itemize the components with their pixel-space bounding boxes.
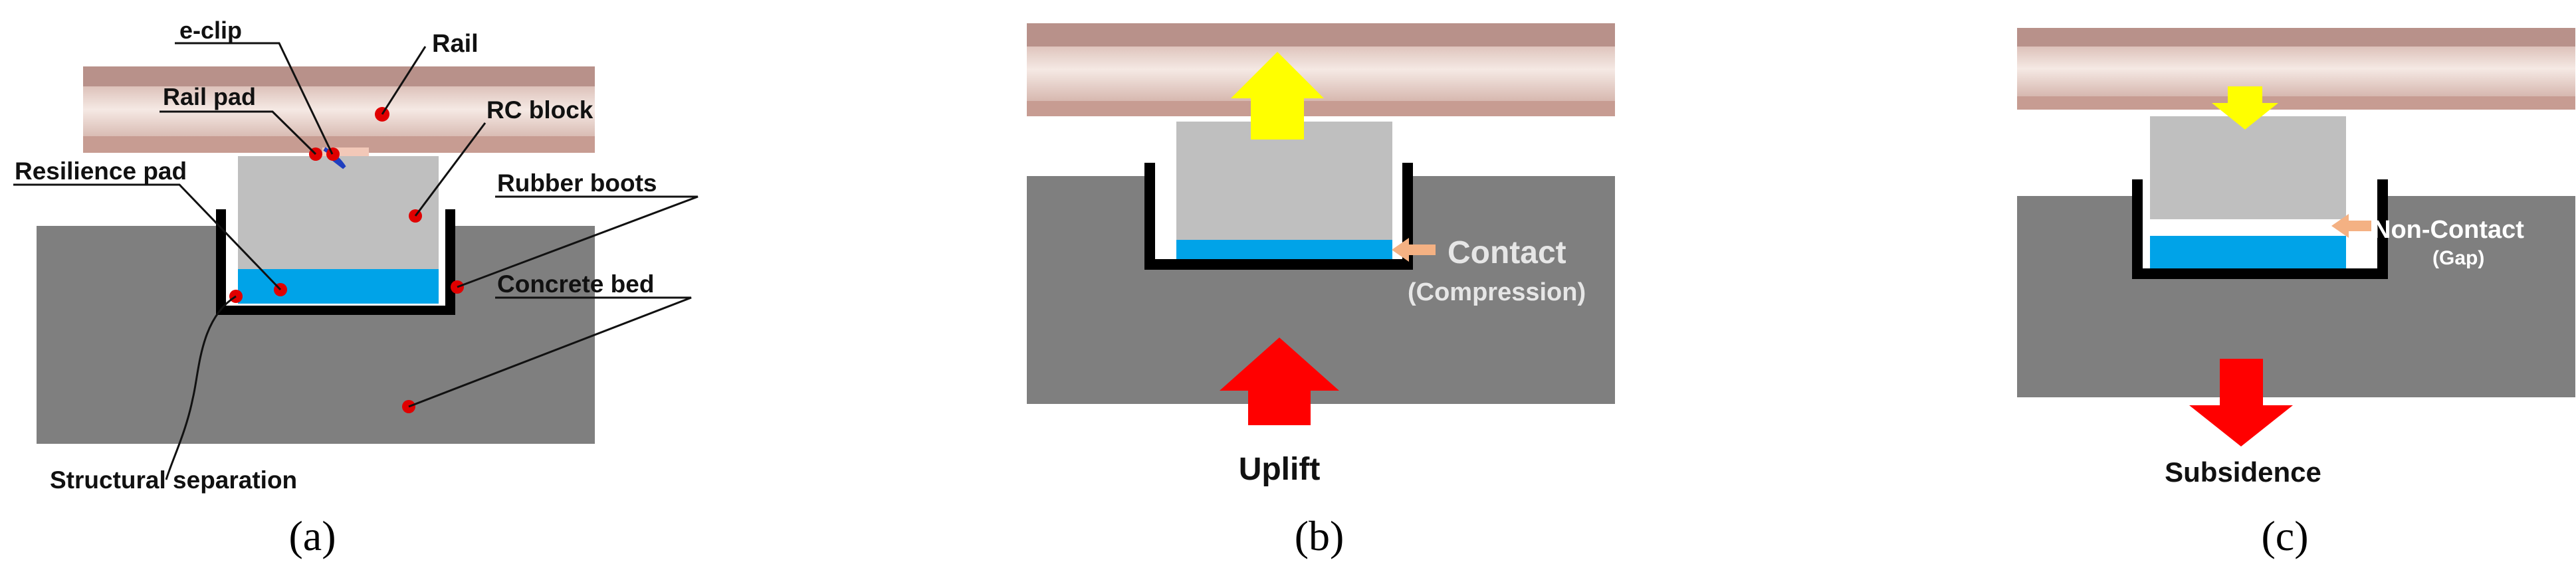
- panel-a: e-clip Rail Rail pad RC block Resilience…: [13, 17, 698, 559]
- rc-block: [2150, 116, 2346, 219]
- label-compression: (Compression): [1408, 278, 1586, 306]
- resilience-pad: [2150, 236, 2346, 268]
- rubber-boots: [2132, 179, 2388, 279]
- label-subsidence: Subsidence: [2165, 456, 2321, 488]
- rail-top-stripe: [1027, 23, 1615, 47]
- panel-c: Non-Contact (Gap) Subsidence (c): [2017, 28, 2575, 559]
- label-rail-pad: Rail pad: [163, 83, 256, 110]
- label-gap: (Gap): [2432, 247, 2484, 269]
- label-non-contact: Non-Contact: [2373, 216, 2524, 244]
- gap: [2150, 219, 2346, 234]
- label-rc-block: RC block: [486, 96, 593, 124]
- rc-block: [1176, 122, 1392, 240]
- caption-b: (b): [1295, 512, 1344, 559]
- resilience-pad: [238, 269, 439, 304]
- caption-c: (c): [2261, 512, 2308, 559]
- label-contact: Contact: [1448, 235, 1566, 270]
- label-rubber-boots: Rubber boots: [497, 169, 657, 197]
- down-arrow: [2212, 86, 2278, 130]
- non-contact-arrow: [2331, 214, 2371, 238]
- leader-lines: [13, 42, 698, 480]
- label-e-clip: e-clip: [179, 17, 242, 44]
- panel-b: Contact (Compression) Uplift (b): [1027, 23, 1615, 559]
- label-structural-separation: Structural separation: [50, 466, 297, 494]
- rail-top-stripe: [83, 66, 595, 86]
- subsidence-arrow: [2189, 359, 2293, 446]
- contact-arrow: [1392, 238, 1436, 262]
- caption-a: (a): [288, 512, 336, 559]
- label-uplift: Uplift: [1239, 452, 1321, 487]
- rail-bottom-stripe: [1027, 101, 1615, 116]
- concrete-bed: [2017, 196, 2575, 397]
- rail-top-stripe: [2017, 28, 2575, 47]
- label-rail: Rail: [432, 30, 479, 58]
- label-concrete-bed: Concrete bed: [497, 270, 654, 298]
- resilience-pad: [1176, 240, 1392, 259]
- rc-block: [238, 156, 439, 269]
- rail-bottom-stripe: [2017, 96, 2575, 110]
- uplift-arrow: [1220, 338, 1339, 425]
- up-arrow: [1231, 52, 1324, 140]
- concrete-bed: [1027, 176, 1615, 404]
- marker-e-clip: [326, 147, 340, 161]
- label-resilience-pad: Resilience pad: [15, 157, 187, 185]
